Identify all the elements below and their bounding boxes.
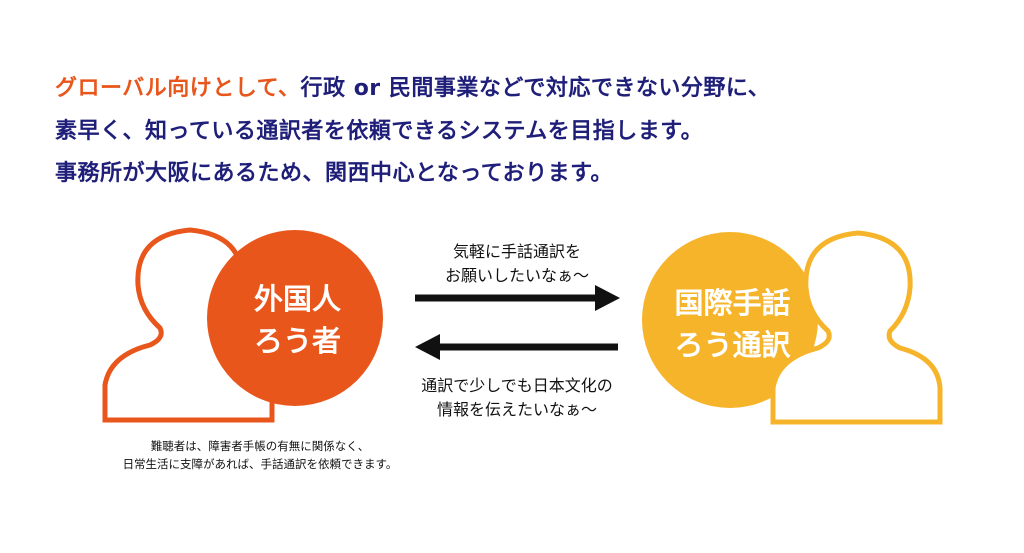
right-circle-label: 国際手話 ろう通訳 xyxy=(650,282,815,366)
right-person-silhouette-icon xyxy=(770,230,943,425)
footnote-line-1: 難聴者は、障害者手帳の有無に関係なく、 xyxy=(150,439,370,453)
heading-line-1: グローバル向けとして、行政 or 民間事業などで対応できない分野に、 xyxy=(55,70,770,102)
left-label-line-2: ろう者 xyxy=(253,324,341,358)
left-circle-label: 外国人 ろう者 xyxy=(215,278,380,362)
left-circle xyxy=(207,230,383,406)
response-line-1: 通訳で少しでも日本文化の xyxy=(421,376,613,395)
request-line-1: 気軽に手話通訳を xyxy=(452,242,581,261)
right-label-line-1: 国際手話 xyxy=(674,286,791,320)
left-label-line-1: 外国人 xyxy=(253,282,341,316)
arrow-left-icon xyxy=(415,334,618,360)
footnote: 難聴者は、障害者手帳の有無に関係なく、 日常生活に支障があれば、手話通訳を依頼で… xyxy=(95,437,425,473)
footnote-line-2: 日常生活に支障があれば、手話通訳を依頼できます。 xyxy=(122,457,398,471)
request-line-2: お願いしたいなぁ～ xyxy=(444,266,589,285)
response-message: 通訳で少しでも日本文化の 情報を伝えたいなぁ～ xyxy=(397,374,637,422)
response-line-2: 情報を伝えたいなぁ～ xyxy=(436,400,597,419)
heading-line-3: 事務所が大阪にあるため、関西中心となっております。 xyxy=(55,161,613,186)
heading-line-2: 素早く、知っている通訳者を依頼できるシステムを目指します。 xyxy=(55,119,704,144)
arrow-right-icon xyxy=(415,285,620,311)
heading-rest: 行政 or 民間事業などで対応できない分野に、 xyxy=(300,76,771,101)
right-label-line-2: ろう通訳 xyxy=(674,328,791,362)
right-circle xyxy=(642,232,818,408)
request-message: 気軽に手話通訳を お願いしたいなぁ～ xyxy=(397,240,637,288)
heading-highlight: グローバル向けとして、 xyxy=(55,76,301,101)
